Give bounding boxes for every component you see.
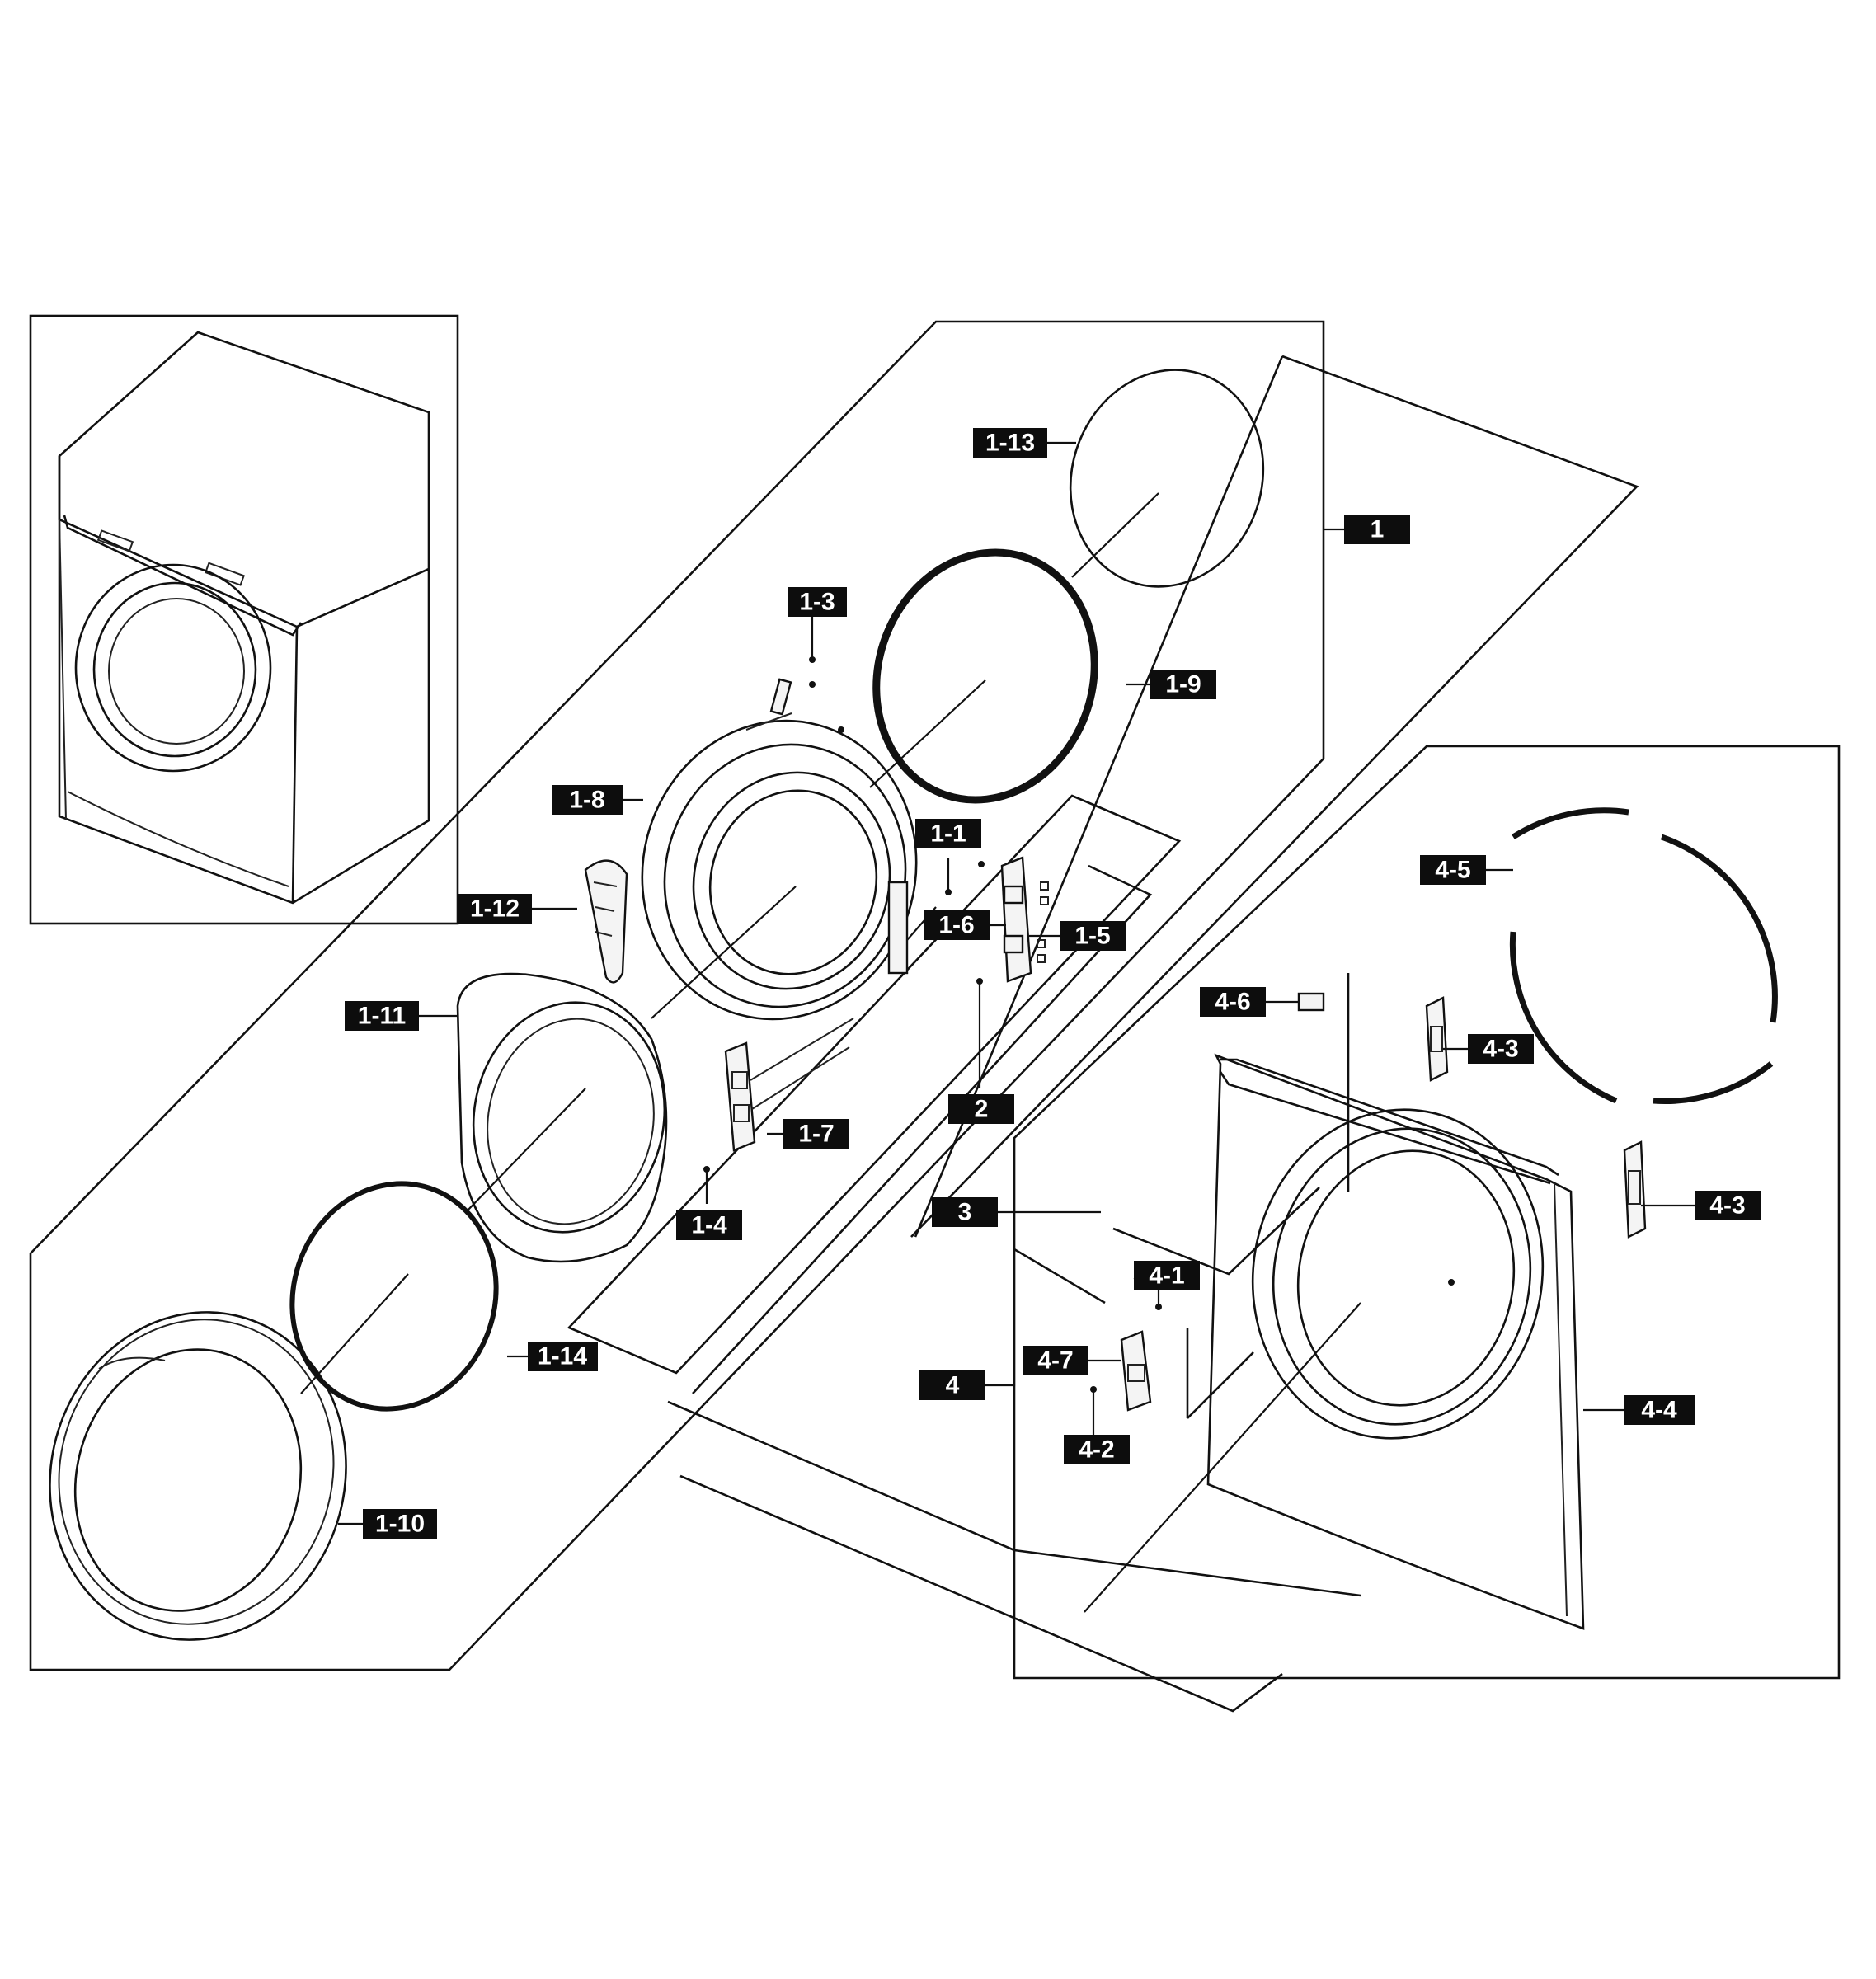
callout-tag-1-13[interactable]: 1-13 [973,428,1047,458]
assembly-guide-lines [567,355,1639,1713]
callout-tag-1-12[interactable]: 1-12 [458,894,532,924]
svg-text:3: 3 [958,1199,972,1226]
callout-tag-1-5[interactable]: 1-5 [1060,921,1126,951]
latch-part-4-7 [1120,1330,1152,1412]
svg-text:1: 1 [1371,516,1385,543]
callout-tag-4-3-upper[interactable]: 4-3 [1468,1034,1534,1064]
svg-text:4-4: 4-4 [1641,1397,1677,1424]
svg-text:4-3: 4-3 [1483,1036,1518,1063]
callout-tag-3[interactable]: 3 [932,1197,998,1227]
svg-text:4-5: 4-5 [1435,857,1470,884]
svg-text:1-13: 1-13 [985,430,1035,457]
door-handle-1-12 [584,859,628,984]
callout-tag-1-1[interactable]: 1-1 [915,819,981,848]
svg-text:1-4: 1-4 [691,1212,727,1239]
front-panel-4-4 [1084,1053,1585,1630]
svg-text:4-7: 4-7 [1037,1347,1073,1375]
callout-tag-4-6[interactable]: 4-6 [1200,987,1266,1017]
svg-text:1-14: 1-14 [538,1343,587,1370]
callout-leaders [338,441,1695,1525]
door-frame-1-8 [641,719,918,1021]
hinge-plate-4-3-lower [1623,1140,1647,1239]
callout-tag-4[interactable]: 4 [919,1370,985,1400]
inner-glass-1-14 [289,1181,499,1412]
callout-tag-1-4[interactable]: 1-4 [676,1210,742,1240]
hinge-parts-1-3 [745,610,844,733]
callout-tag-4-7[interactable]: 4-7 [1023,1346,1088,1375]
switch-4-6 [1297,992,1325,1012]
callout-tag-4-1[interactable]: 4-1 [1134,1261,1200,1290]
callout-tag-4-4[interactable]: 4-4 [1624,1395,1695,1425]
svg-text:1-7: 1-7 [798,1121,834,1148]
svg-text:1-10: 1-10 [375,1511,425,1538]
washer-overview-inset [29,314,459,925]
svg-text:1-9: 1-9 [1165,671,1201,698]
callout-tag-1-9[interactable]: 1-9 [1150,670,1216,699]
svg-text:1-11: 1-11 [358,1003,406,1030]
svg-text:1-8: 1-8 [569,787,604,814]
screw-4-2 [1090,1386,1097,1435]
door-gasket-1-9 [869,548,1098,804]
svg-text:4: 4 [946,1372,960,1399]
svg-text:4-1: 4-1 [1149,1262,1184,1290]
outer-door-1-10 [49,1311,347,1641]
callout-tag-1-14[interactable]: 1-14 [528,1342,598,1371]
hinge-plate-4-3-upper [1425,996,1449,1082]
front-panel-assembly-boundary [1013,745,1841,1680]
callout-tag-1[interactable]: 1 [1344,515,1410,544]
screw-2 [976,978,983,1088]
screw-1-4 [703,1166,710,1204]
svg-text:4-3: 4-3 [1709,1192,1745,1220]
door-assembly-boundary [29,320,1325,1671]
callout-tag-1-7[interactable]: 1-7 [783,1119,849,1149]
callout-tag-4-2[interactable]: 4-2 [1064,1435,1130,1464]
callout-tag-2[interactable]: 2 [948,1094,1014,1124]
callout-tag-1-10[interactable]: 1-10 [363,1509,437,1539]
svg-text:1-12: 1-12 [470,895,520,923]
callout-tag-4-5[interactable]: 4-5 [1420,855,1486,885]
svg-text:1-6: 1-6 [938,912,974,939]
callout-tag-1-8[interactable]: 1-8 [552,785,623,815]
door-latch-1-7 [724,1018,854,1152]
callout-tag-1-6[interactable]: 1-6 [924,910,990,940]
svg-text:1-5: 1-5 [1074,923,1110,950]
inner-door-1-11 [456,972,668,1263]
callout-tag-1-11[interactable]: 1-11 [345,1001,419,1031]
svg-text:1-1: 1-1 [930,820,966,848]
svg-text:4-2: 4-2 [1079,1436,1114,1464]
hinge-1-6 [978,856,1049,983]
callout-tag-1-3[interactable]: 1-3 [788,587,847,617]
svg-text:4-6: 4-6 [1215,989,1250,1016]
callout-tag-4-3-lower[interactable]: 4-3 [1695,1191,1761,1220]
svg-text:2: 2 [975,1096,989,1123]
trim-ring-4-5 [1509,807,1778,1104]
svg-text:1-3: 1-3 [799,589,835,616]
door-glass-1-13 [1069,369,1265,588]
